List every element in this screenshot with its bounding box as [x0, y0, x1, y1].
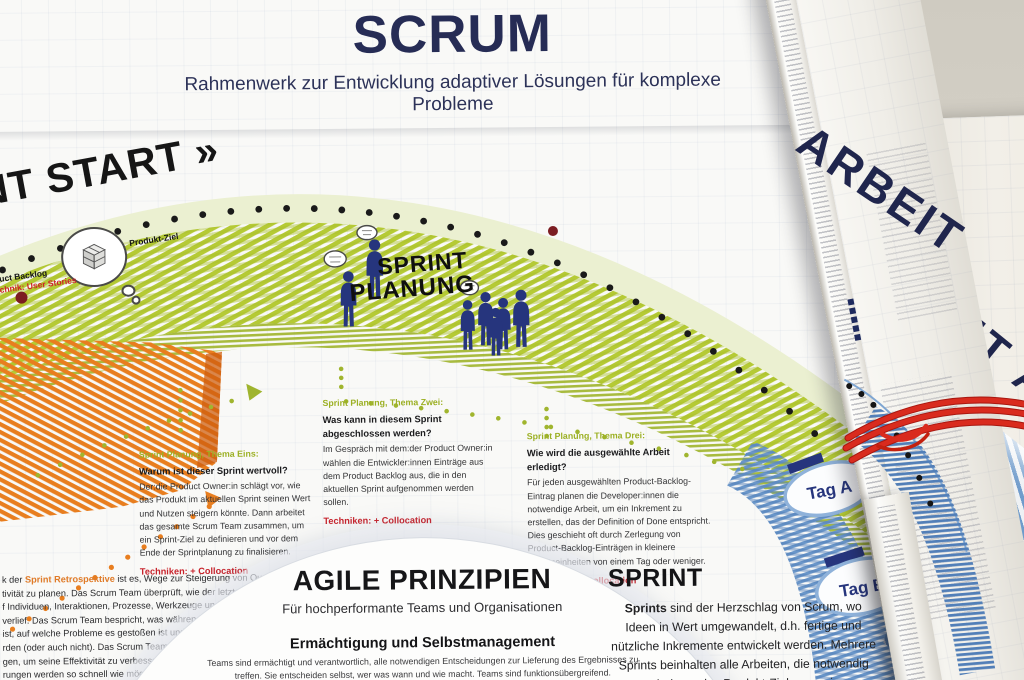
theme1-body: Der:die Product Owner:in schlägt vor, wi… [139, 480, 311, 558]
green-dotted-arrowhead [246, 383, 263, 401]
legend-square [847, 298, 855, 306]
sprint-lead-word: Sprints [624, 601, 667, 616]
cube-icon [82, 243, 106, 270]
theme-block-1: Sprint Planung, Thema Eins: Warum ist di… [139, 447, 316, 580]
theme2-heading: Sprint Planung, Thema Zwei: [322, 396, 444, 409]
sprint-section: SPRINT Sprints sind der Herzschlag von S… [608, 562, 879, 680]
tag-a-flag-icon [786, 452, 824, 474]
theme2-techniques: Techniken: + Collocation [323, 515, 432, 527]
arc-green-fringe [0, 323, 913, 592]
theme2-question: Was kann in diesem Sprint abgeschlossen … [322, 413, 442, 440]
theme3-question: Wie wird die ausgewählte Arbeit erledigt… [526, 446, 670, 473]
poster-artwork: Tag A Tag B [0, 194, 913, 680]
theme1-heading: Sprint Planung, Thema Eins: [138, 448, 259, 460]
dotted-paths [0, 204, 819, 632]
legend-square [849, 307, 857, 315]
legend-square [854, 333, 862, 341]
tag-b-flag-icon [823, 546, 865, 568]
legend-square [850, 316, 858, 324]
produkt-ziel-bubble [60, 226, 128, 288]
legend-square [852, 325, 860, 333]
red-string-tie [842, 396, 1024, 464]
sprint-section-title: SPRINT [607, 563, 703, 593]
theme3-body: Für jeden ausgewählten Product-Backlog-E… [527, 476, 711, 567]
bubble-tail-small [131, 295, 141, 305]
theme2-body: Im Gespräch mit dem:der Product Owner:in… [322, 442, 493, 508]
main-scrum-poster: SCRUM Rahmenwerk zur Entwicklung adaptiv… [0, 0, 913, 680]
speech-bubbles [323, 224, 480, 296]
bubble-tail [121, 284, 136, 297]
agile-section1-body: Teams sind ermächtigt und verantwortlich… [207, 654, 639, 680]
theme1-question: Warum ist dieser Sprint wertvoll? [138, 464, 288, 477]
orange-shape-edge [197, 351, 222, 469]
theme3-heading: Sprint Planung, Thema Drei: [526, 430, 646, 442]
theme-block-2: Sprint Planung, Thema Zwei: Was kann in … [322, 395, 499, 529]
milestone-dot-left [15, 291, 28, 304]
sprint-section-body: Sprints sind der Herzschlag von Scrum, w… [608, 597, 879, 680]
arc-pale-band [0, 194, 912, 478]
arc-blue-band-overlay [727, 441, 904, 680]
orange-dotted-arrowhead [205, 491, 222, 509]
retro-line1-pre: k der [1, 574, 25, 585]
milestone-dot-mid [547, 226, 558, 237]
orange-scribble-shape [0, 337, 222, 522]
arc-green-band-overlay [0, 222, 912, 568]
